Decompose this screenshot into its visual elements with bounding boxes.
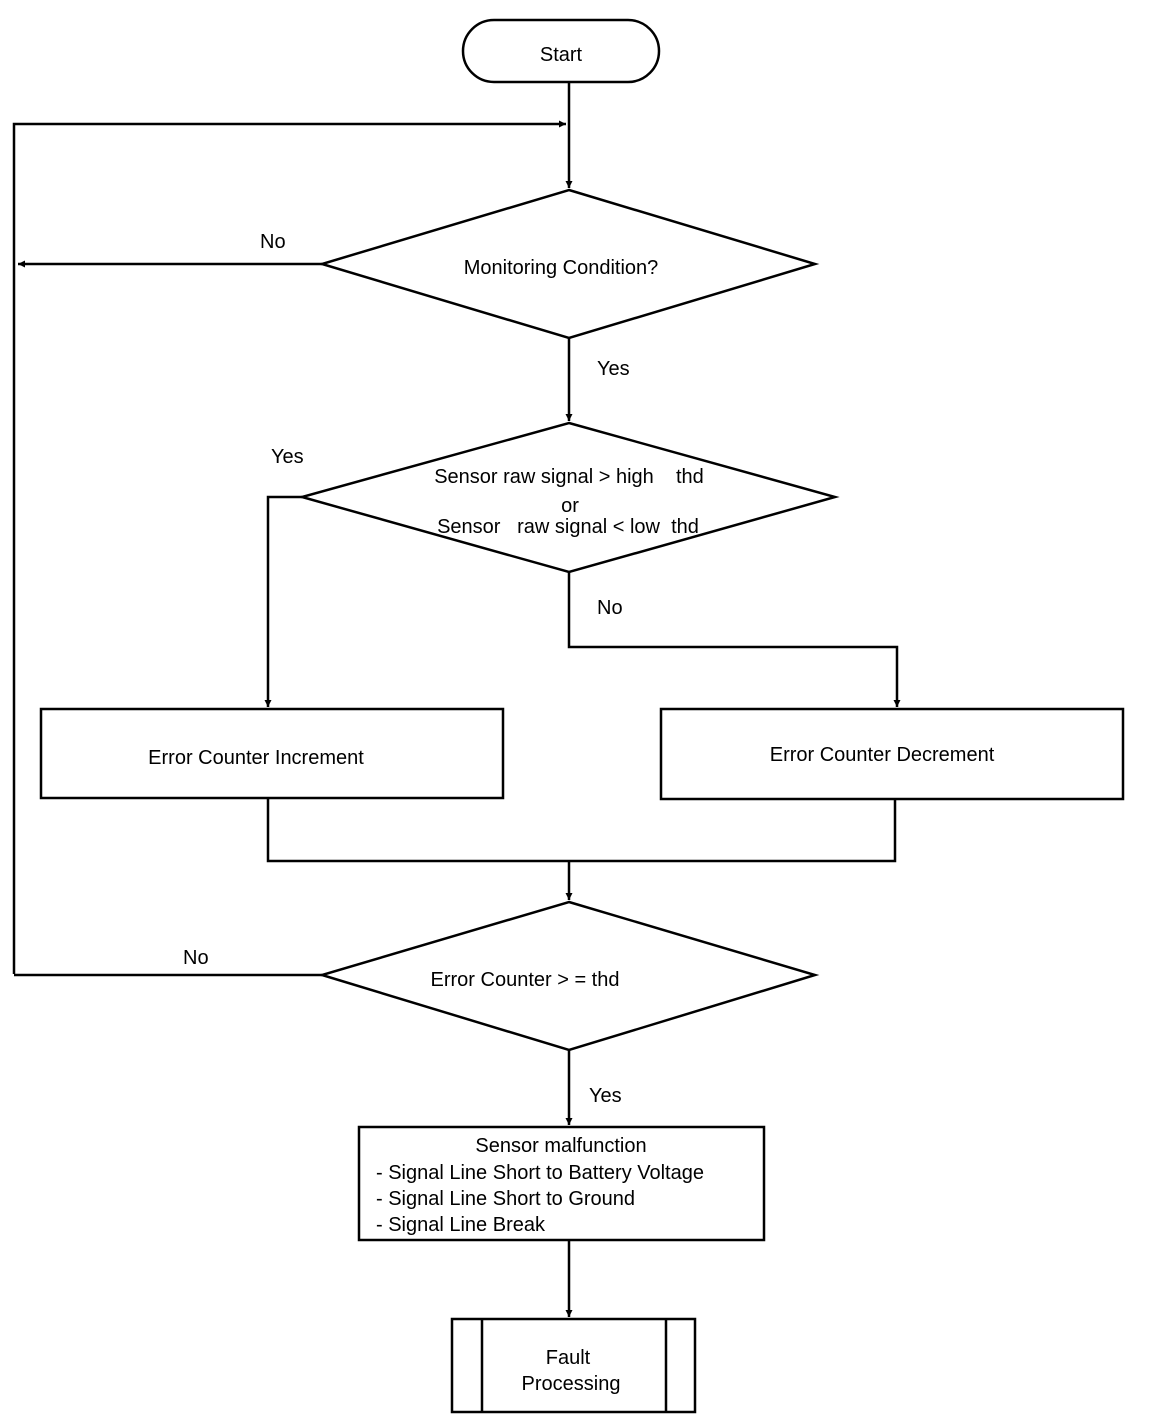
malfunction-process: Sensor malfunction - Signal Line Short t… [357,1125,766,1242]
malfunction-title: Sensor malfunction [475,1135,646,1157]
increment-label: Error Counter Increment [148,747,364,769]
monitoring-decision: Monitoring Condition? [317,188,820,340]
counter-yes-label: Yes [589,1085,622,1107]
malfunction-item: - Signal Line Break [376,1214,546,1236]
signal-label-line3: Sensor raw signal < low thd [437,516,699,538]
fault-label-line2: Processing [522,1373,621,1395]
signal-yes-label: Yes [271,446,304,468]
signal-label-line2: or [561,495,579,517]
monitoring-yes-label: Yes [597,358,630,380]
start-node: Start [461,18,661,84]
counter-label: Error Counter > = thd [431,969,620,991]
counter-no-label: No [183,947,209,969]
increment-process: Error Counter Increment [39,707,505,800]
decrement-label: Error Counter Decrement [770,744,995,766]
signal-no-label: No [597,597,623,619]
fault-processing-node: Fault Processing [450,1317,697,1414]
signal-threshold-decision: Sensor raw signal > high thd or Sensor r… [297,421,840,574]
malfunction-item: - Signal Line Short to Ground [376,1188,635,1210]
edge-loop-return [12,120,566,974]
fault-label-line1: Fault [546,1347,591,1369]
edge-signal-no [567,572,901,707]
malfunction-item: - Signal Line Short to Battery Voltage [376,1162,704,1184]
monitoring-no-label: No [260,231,286,253]
counter-threshold-decision: Error Counter > = thd [317,900,820,1052]
monitoring-label: Monitoring Condition? [464,257,659,279]
edge-increment-merge [266,798,897,863]
decrement-process: Error Counter Decrement [659,707,1125,801]
signal-label-line1: Sensor raw signal > high thd [434,466,704,488]
edge-signal-yes [264,495,302,707]
start-label: Start [540,44,583,66]
